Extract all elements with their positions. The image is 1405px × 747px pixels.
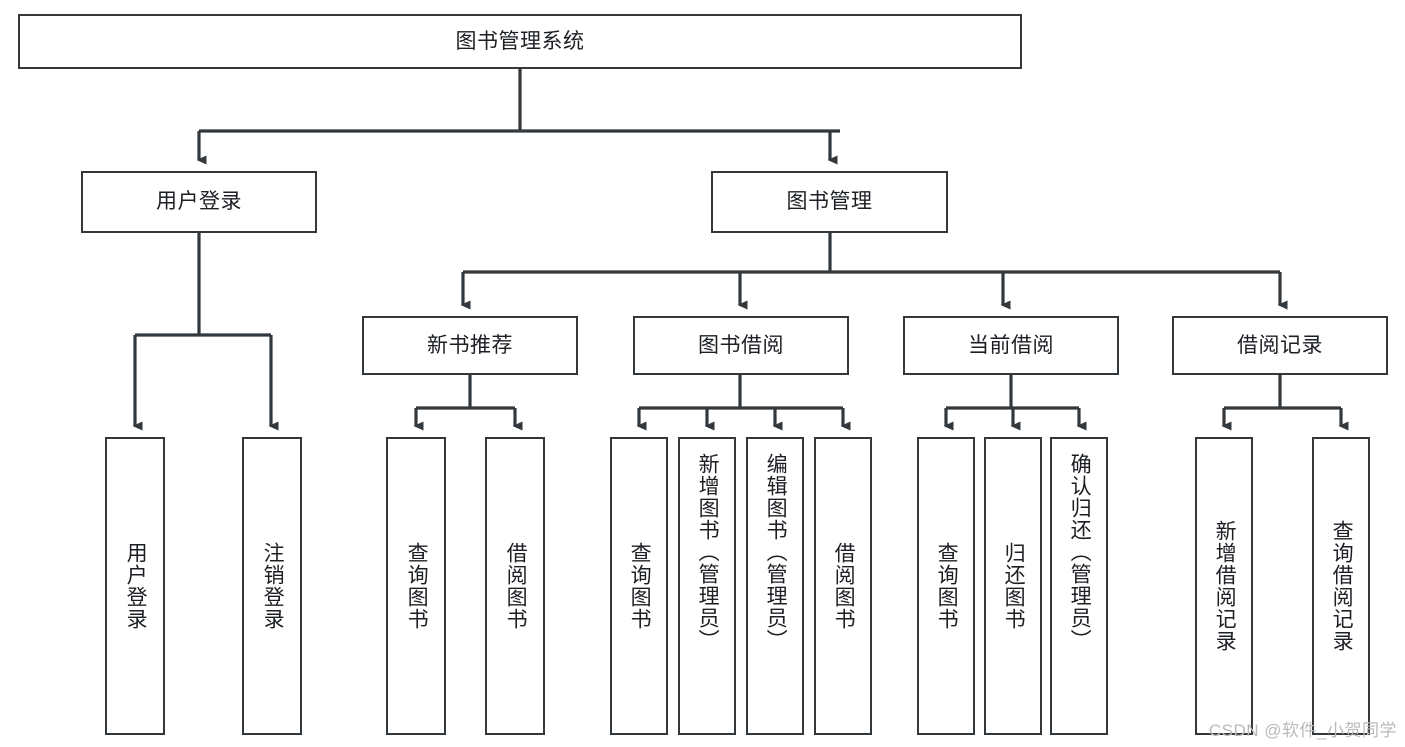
- node-root-system[interactable]: 图书管理系统: [18, 14, 1022, 69]
- leaf-query-book-bb-label: 查询图书: [628, 542, 652, 630]
- leaf-query-borrow-record-label: 查询借阅记录: [1330, 520, 1354, 652]
- node-book-management-label: 图书管理: [786, 190, 873, 214]
- node-user-login-label: 用户登录: [156, 190, 242, 214]
- leaf-borrow-book-nbr-label: 借阅图书: [504, 542, 528, 630]
- leaf-query-book-nbr-label: 查询图书: [405, 542, 429, 630]
- leaf-borrow-book-bb-label: 借阅图书: [832, 542, 856, 630]
- leaf-return-book[interactable]: 归还图书: [984, 437, 1042, 735]
- leaf-borrow-book-nbr[interactable]: 借阅图书: [485, 437, 545, 735]
- leaf-edit-book-admin[interactable]: 编辑图书（管理员）: [746, 437, 804, 735]
- node-new-book-recommend[interactable]: 新书推荐: [362, 316, 578, 375]
- node-new-book-recommend-label: 新书推荐: [427, 333, 513, 357]
- leaf-query-book-bb[interactable]: 查询图书: [610, 437, 668, 735]
- leaf-borrow-book-bb[interactable]: 借阅图书: [814, 437, 872, 735]
- node-current-borrow-label: 当前借阅: [968, 333, 1054, 357]
- leaf-logout-label: 注销登录: [261, 542, 285, 630]
- leaf-confirm-return-admin[interactable]: 确认归还（管理员）: [1050, 437, 1108, 735]
- leaf-query-book-cb[interactable]: 查询图书: [917, 437, 975, 735]
- node-root-system-label: 图书管理系统: [455, 29, 585, 53]
- leaf-confirm-return-admin-label: 确认归还（管理员）: [1068, 453, 1092, 651]
- leaf-edit-book-admin-label: 编辑图书（管理员）: [764, 453, 788, 651]
- node-current-borrow[interactable]: 当前借阅: [903, 316, 1119, 375]
- node-borrow-record-label: 借阅记录: [1237, 333, 1323, 357]
- node-book-borrow[interactable]: 图书借阅: [633, 316, 849, 375]
- leaf-user-login-label: 用户登录: [124, 542, 148, 630]
- node-user-login[interactable]: 用户登录: [81, 171, 317, 233]
- leaf-query-book-nbr[interactable]: 查询图书: [386, 437, 446, 735]
- leaf-return-book-label: 归还图书: [1002, 542, 1026, 630]
- leaf-add-borrow-record-label: 新增借阅记录: [1213, 520, 1237, 652]
- leaf-query-book-cb-label: 查询图书: [935, 542, 959, 630]
- watermark-text: CSDN @软件_小贺同学: [1208, 721, 1397, 740]
- leaf-add-book-admin[interactable]: 新增图书（管理员）: [678, 437, 736, 735]
- node-book-management[interactable]: 图书管理: [711, 171, 948, 233]
- leaf-add-borrow-record[interactable]: 新增借阅记录: [1195, 437, 1253, 735]
- leaf-logout[interactable]: 注销登录: [242, 437, 302, 735]
- leaf-user-login[interactable]: 用户登录: [105, 437, 165, 735]
- leaf-add-book-admin-label: 新增图书（管理员）: [696, 453, 720, 651]
- node-borrow-record[interactable]: 借阅记录: [1172, 316, 1388, 375]
- leaf-query-borrow-record[interactable]: 查询借阅记录: [1312, 437, 1370, 735]
- node-book-borrow-label: 图书借阅: [698, 333, 784, 357]
